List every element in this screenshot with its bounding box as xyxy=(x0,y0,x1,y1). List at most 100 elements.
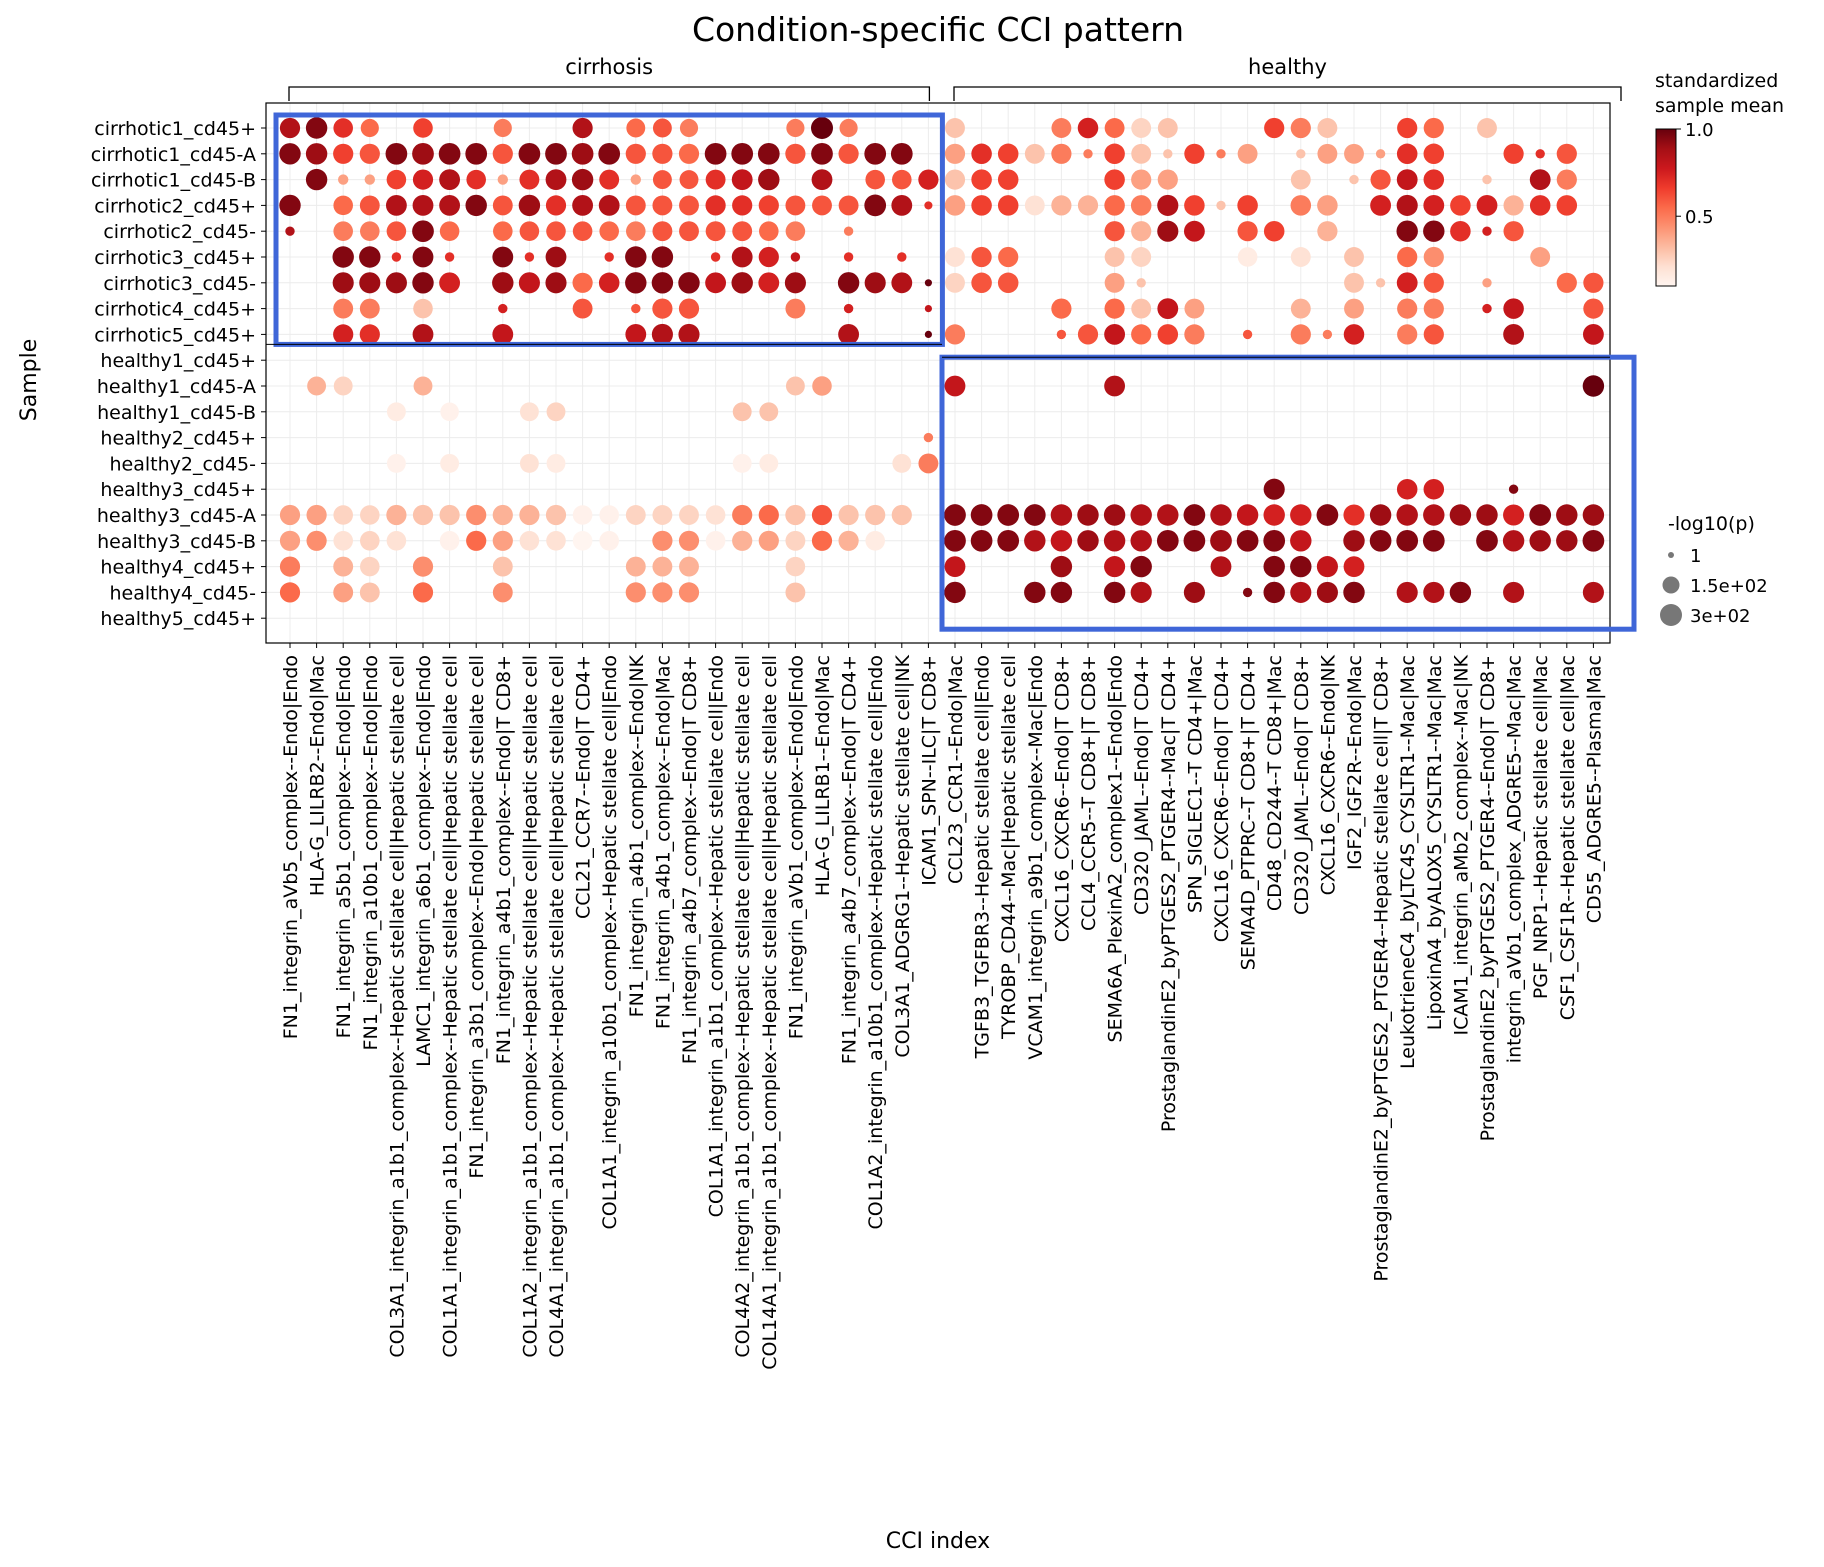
data-point xyxy=(1263,529,1286,552)
data-point xyxy=(757,142,780,165)
data-point xyxy=(572,194,594,216)
data-point xyxy=(386,169,407,190)
data-point xyxy=(305,168,328,191)
data-point xyxy=(1104,247,1125,267)
data-point xyxy=(306,504,327,526)
data-point xyxy=(1130,555,1152,578)
data-point xyxy=(1242,587,1253,598)
data-point xyxy=(333,556,354,577)
data-point xyxy=(439,531,460,551)
x-tick-label: FN1_integrin_a4b1_complex--Endo|T CD8+ xyxy=(493,655,515,1064)
data-point xyxy=(1024,530,1046,552)
data-point xyxy=(865,504,886,526)
data-point xyxy=(625,272,647,294)
data-point xyxy=(1503,581,1525,603)
data-point xyxy=(892,169,912,190)
data-point xyxy=(1317,118,1338,138)
y-tick-label: healthy3_cd45+ xyxy=(100,479,256,501)
data-point xyxy=(598,272,620,294)
data-point xyxy=(572,531,593,551)
data-point xyxy=(492,530,513,551)
data-point xyxy=(572,505,593,525)
data-point xyxy=(412,556,434,577)
data-point xyxy=(519,221,540,241)
data-point xyxy=(1556,272,1577,293)
y-tick-label: healthy4_cd45+ xyxy=(100,557,256,579)
data-point xyxy=(1449,581,1472,604)
data-point xyxy=(1131,118,1152,138)
data-point xyxy=(1423,117,1444,139)
data-point xyxy=(897,252,907,262)
data-point xyxy=(279,194,301,217)
data-point xyxy=(1077,195,1099,216)
data-point xyxy=(466,530,487,551)
data-point xyxy=(1503,298,1524,319)
colorbar-tick-label: 1.0 xyxy=(1685,120,1714,141)
data-point xyxy=(997,529,1020,552)
data-point xyxy=(891,194,913,216)
data-point xyxy=(1343,530,1365,552)
data-point xyxy=(924,279,933,287)
data-point xyxy=(1263,220,1285,242)
data-point xyxy=(518,142,541,165)
x-tick-label: CCL21_CCR7--Endo|T CD4+ xyxy=(573,655,595,919)
data-point xyxy=(1396,220,1418,242)
x-tick-label: COL3A1_integrin_a1b1_complex--Hepatic st… xyxy=(386,655,408,1358)
data-point xyxy=(1397,246,1418,268)
data-point xyxy=(545,195,567,216)
x-tick-label: FN1_integrin_aVb1_complex--Endo|Endo xyxy=(785,655,807,1039)
data-point xyxy=(1316,581,1338,603)
data-point xyxy=(679,556,699,577)
data-point xyxy=(1184,298,1205,319)
data-point xyxy=(923,432,934,443)
data-point xyxy=(785,376,805,396)
data-point xyxy=(333,582,354,603)
data-point xyxy=(705,195,726,216)
data-point xyxy=(625,505,646,525)
data-point xyxy=(1290,247,1311,267)
data-point xyxy=(1024,195,1045,216)
data-point xyxy=(519,504,540,526)
x-tick-label: FN1_integrin_a4b1_complex--Endo|Mac xyxy=(652,655,674,1029)
x-tick-label: FN1_integrin_a4b7_complex--Endo|T CD8+ xyxy=(679,655,701,1064)
data-point xyxy=(333,195,353,216)
data-point xyxy=(519,402,539,422)
data-point xyxy=(971,169,992,190)
data-point xyxy=(518,194,541,217)
data-point xyxy=(359,246,381,268)
data-point xyxy=(1290,195,1312,216)
data-point xyxy=(1077,504,1099,526)
data-point xyxy=(359,143,380,164)
data-point xyxy=(333,505,353,525)
colorbar: standardized sample mean 1.00.5 xyxy=(1655,70,1784,287)
data-point xyxy=(678,530,700,551)
data-point xyxy=(1104,298,1125,319)
x-tick-label: CCL23_CCR1--Endo|Mac xyxy=(945,655,967,884)
data-point xyxy=(1556,169,1577,190)
x-tick-label: LAMC1_integrin_a6b1_complex--Endo|Endo xyxy=(413,655,435,1067)
data-point xyxy=(1583,272,1604,293)
data-point xyxy=(785,298,806,319)
data-point xyxy=(571,168,594,191)
data-point xyxy=(493,118,512,138)
data-point xyxy=(492,323,514,345)
data-point xyxy=(1131,169,1152,190)
x-tick-label: integrin_aVb1_complex_ADGRE5--Mac|Mac xyxy=(1504,655,1526,1063)
data-point xyxy=(1556,195,1578,216)
data-point xyxy=(492,246,514,268)
data-point xyxy=(598,142,621,165)
data-point xyxy=(1163,149,1173,159)
data-point xyxy=(1237,143,1258,164)
x-tick-label: IGF2_IGF2R--Endo|Mac xyxy=(1344,655,1366,870)
data-point xyxy=(1130,581,1152,603)
y-tick-label: cirrhotic4_cd45+ xyxy=(94,299,256,321)
data-point xyxy=(1375,278,1386,288)
data-point xyxy=(944,581,966,604)
data-point xyxy=(1242,329,1253,340)
data-point xyxy=(732,453,752,473)
data-point xyxy=(732,402,752,422)
data-point xyxy=(412,246,434,268)
data-point xyxy=(333,118,353,138)
data-point xyxy=(524,252,535,262)
